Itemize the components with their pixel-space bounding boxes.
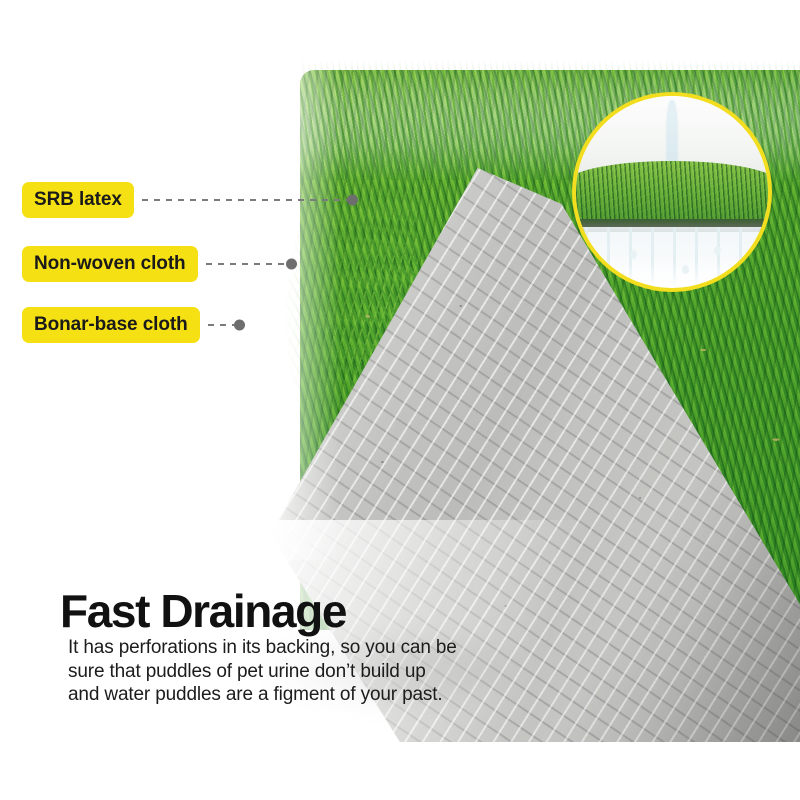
leader-line-non-woven-cloth — [205, 258, 297, 270]
callout-non-woven-cloth: Non-woven cloth — [22, 246, 297, 282]
water-droplet — [629, 249, 637, 259]
callout-label-non-woven-cloth: Non-woven cloth — [22, 246, 198, 282]
callout-label-srb-latex: SRB latex — [22, 182, 134, 218]
bottom-white-band — [0, 742, 800, 800]
body-line: It has perforations in its backing, so y… — [68, 637, 457, 658]
body-line: and water puddles are a figment of your … — [68, 684, 443, 705]
callout-label-bonar-base-cloth: Bonar-base cloth — [22, 307, 200, 343]
water-drips — [576, 226, 768, 288]
body-line: sure that puddles of pet urine don’t bui… — [68, 660, 426, 682]
callout-bonar-base-cloth: Bonar-base cloth — [22, 307, 245, 343]
leader-line-bonar-base-cloth — [207, 319, 245, 331]
body-copy: It has perforations in its backing, so y… — [68, 636, 457, 707]
water-droplet — [681, 264, 689, 274]
water-stream — [666, 99, 679, 181]
inset-grass-layer — [576, 161, 768, 227]
callout-srb-latex: SRB latex — [22, 182, 358, 218]
drainage-closeup-inset — [572, 92, 772, 292]
headline: Fast Drainage — [60, 585, 347, 637]
leader-line-srb-latex — [141, 194, 358, 206]
water-droplet — [714, 245, 722, 255]
leader-end-dot — [233, 319, 245, 331]
leader-end-dot — [285, 258, 297, 270]
leader-end-dot — [346, 194, 358, 206]
